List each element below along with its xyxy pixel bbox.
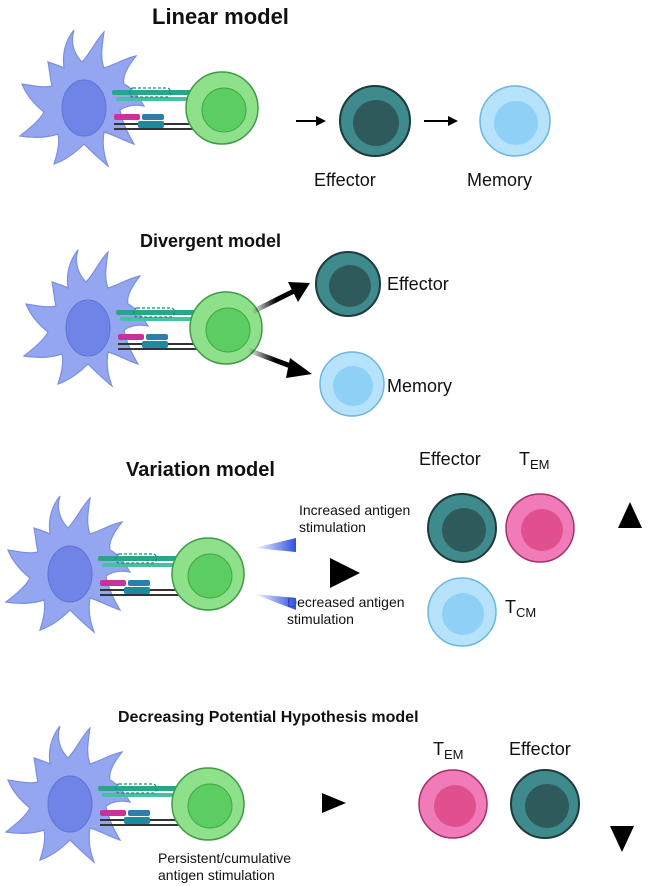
variation-tem-label: TEM — [519, 449, 550, 472]
variation-model-title: Variation model — [126, 459, 275, 481]
effector-cell-icon — [315, 251, 381, 317]
decreased-stimulation-label: Decreased antigen stimulation — [287, 594, 405, 627]
divergent-memory-label: Memory — [387, 376, 453, 396]
arrow-icon — [250, 282, 310, 315]
memory-cell-icon — [319, 351, 385, 417]
memory-cell-icon — [479, 85, 551, 157]
decreasing-tem-label: TEM — [433, 739, 464, 762]
variation-tcm-label: TCM — [505, 597, 537, 620]
linear-model-title: Linear model — [152, 4, 289, 29]
arrow-icon — [272, 793, 346, 813]
variation-model-diagram — [5, 493, 642, 647]
linear-effector-label: Effector — [314, 170, 376, 190]
effector-cell-icon — [339, 85, 411, 157]
blue-wedge-top-icon — [254, 538, 296, 552]
tem-cell-icon — [505, 493, 575, 563]
increased-stimulation-label: Increased antigen stimulation — [299, 502, 411, 535]
divergent-model-diagram — [23, 249, 385, 417]
persistent-stimulation-label: Persistent/cumulative antigen stimulatio… — [158, 850, 292, 883]
arrow-icon — [256, 558, 360, 588]
effector-cell-icon — [510, 769, 580, 839]
blue-wedge-bottom-icon — [254, 594, 296, 610]
divergent-model-title: Divergent model — [140, 231, 282, 251]
divergent-effector-label: Effector — [387, 274, 449, 294]
linear-memory-label: Memory — [467, 170, 533, 190]
decreasing-effector-label: Effector — [509, 739, 571, 759]
decreasing-model-diagram — [5, 725, 634, 863]
variation-effector-label: Effector — [419, 449, 481, 469]
down-arrow-icon — [610, 770, 634, 852]
tem-cell-icon — [418, 769, 488, 839]
tcm-cell-icon — [427, 577, 497, 647]
arrow-icon — [424, 116, 458, 126]
up-arrow-icon — [618, 502, 642, 586]
linear-model-diagram — [19, 29, 551, 167]
arrow-icon — [247, 347, 312, 378]
arrow-icon — [296, 116, 326, 126]
decreasing-model-title: Decreasing Potential Hypothesis model — [118, 709, 419, 726]
effector-cell-icon — [427, 493, 497, 563]
